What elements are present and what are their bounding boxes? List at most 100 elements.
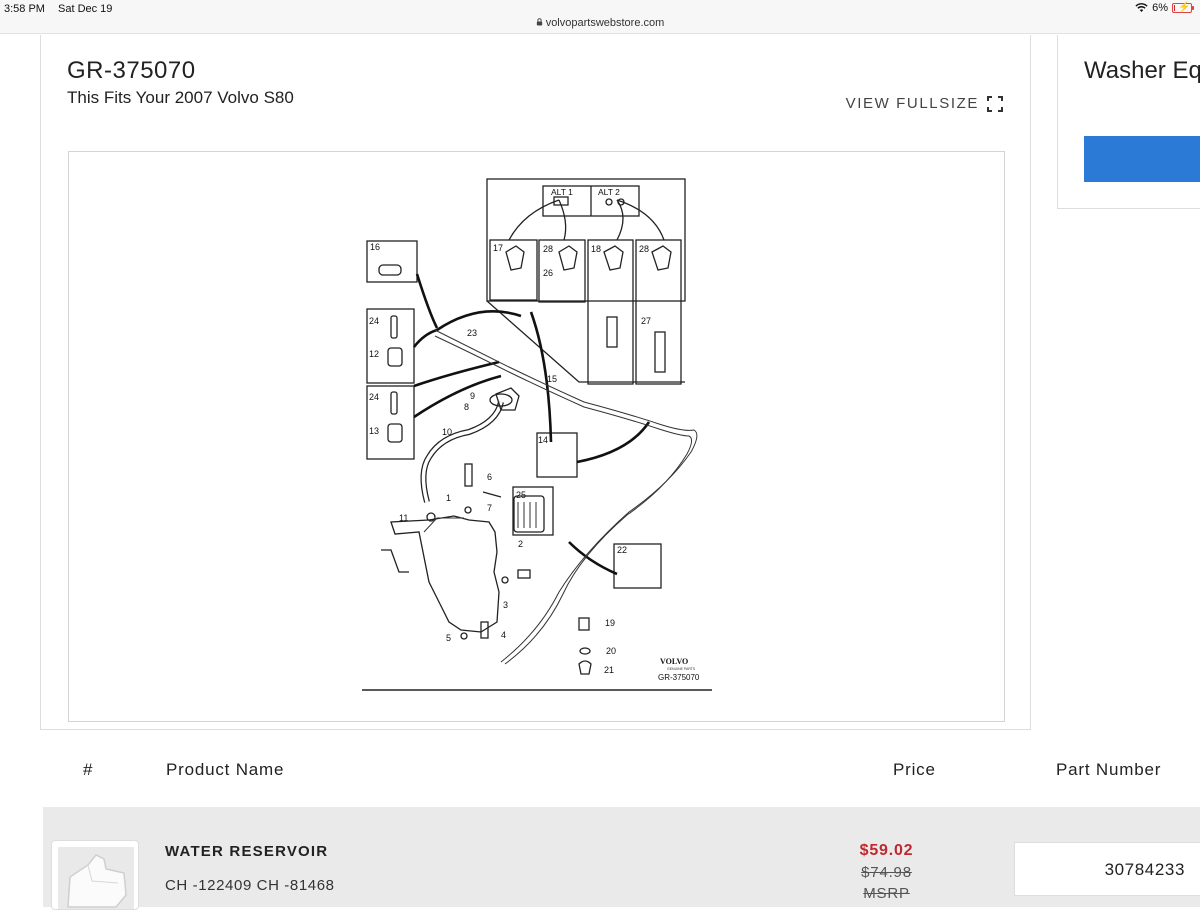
callout-number: 26 (543, 268, 553, 278)
leader-arrow (568, 541, 618, 576)
filler-cap (489, 393, 513, 407)
callout-number: 17 (493, 243, 503, 253)
leader-arrow (616, 199, 624, 241)
washer (579, 647, 591, 655)
address-bar[interactable]: volvopartswebstore.com (0, 17, 1200, 29)
callout-number: 28 (543, 244, 553, 254)
grommet (426, 512, 436, 522)
alt2-icon (617, 198, 625, 206)
grommet (460, 632, 468, 640)
alt-group-box (486, 178, 686, 302)
sensor (517, 569, 531, 579)
url-text: volvopartswebstore.com (545, 17, 665, 29)
pump-motor (464, 463, 473, 487)
callout-number: 5 (446, 633, 451, 643)
vehicle-fitment: This Fits Your 2007 Volvo S80 (67, 88, 294, 107)
status-date: Sat Dec 19 (58, 3, 113, 15)
nozzle (505, 245, 525, 271)
product-codes: CH -122409 CH -81468 (165, 877, 335, 894)
callout-number: 10 (442, 427, 452, 437)
callout-number: 3 (503, 600, 508, 610)
parts-table-header: # Product Name Price Part Number (0, 752, 1200, 788)
col-price: Price (893, 760, 936, 779)
callout-box (536, 432, 578, 478)
product-thumbnail[interactable] (51, 840, 139, 910)
callout-number: 7 (487, 503, 492, 513)
alt-group-pointer (486, 300, 685, 383)
callout-box (489, 239, 538, 301)
valve (387, 423, 403, 443)
callout-number: 28 (639, 244, 649, 254)
leader-arrow (415, 273, 439, 329)
view-fullsize-button[interactable]: VIEW FULLSIZE (846, 95, 1003, 112)
side-product-card: Washer Eq (1057, 35, 1200, 209)
callout-box (366, 385, 415, 460)
alt1-label: ALT 1 (551, 187, 573, 197)
page-title: GR-375070 (67, 57, 196, 84)
callout-number: 9 (470, 391, 475, 401)
battery-icon: ⚡ (1172, 2, 1194, 13)
heater (606, 316, 618, 348)
expand-icon (987, 95, 1003, 112)
wifi-icon (1135, 3, 1148, 12)
msrp-label: MSRP (863, 885, 910, 902)
callout-box (587, 239, 634, 385)
part-number-field[interactable]: 30784233 (1014, 842, 1200, 896)
callout-number: 23 (467, 328, 477, 338)
nozzle (651, 245, 672, 271)
callout-number: 24 (369, 316, 379, 326)
clip (482, 491, 502, 498)
callout-box (366, 240, 418, 283)
filler-neck-inner (421, 401, 503, 503)
col-num: # (83, 760, 94, 779)
alt2-icon (605, 198, 613, 206)
leader-arrow (413, 374, 502, 419)
product-name-link[interactable]: WATER RESERVOIR (165, 843, 329, 860)
callout-number: 1 (446, 493, 451, 503)
washer-hose (434, 329, 698, 663)
valve (387, 347, 403, 367)
callout-number: 16 (370, 242, 380, 252)
diagram-card: GR-375070 This Fits Your 2007 Volvo S80 … (40, 35, 1031, 730)
filter-ribs (517, 502, 537, 528)
callout-box (512, 486, 554, 536)
leader-arrow (529, 311, 553, 443)
callout-number: 6 (487, 472, 492, 482)
cap-part (378, 264, 402, 276)
col-product-name: Product Name (166, 760, 285, 779)
callout-number: 24 (369, 392, 379, 402)
callout-number: 4 (501, 630, 506, 640)
callout-number: 13 (369, 426, 379, 436)
original-price: $74.98 (861, 864, 912, 881)
nozzle (495, 387, 520, 411)
hose-piece (390, 391, 398, 415)
callout-box (613, 543, 662, 589)
heater (654, 331, 666, 373)
status-indicators: 6% ⚡ (1135, 2, 1194, 14)
callout-number: 27 (641, 316, 651, 326)
filler-neck (420, 401, 504, 503)
bracket (480, 621, 489, 639)
reservoir (390, 515, 500, 633)
screw (578, 617, 590, 631)
grommet (501, 576, 509, 584)
grommet (464, 506, 472, 514)
leader-arrow (413, 360, 500, 388)
battery-percent: 6% (1152, 2, 1168, 14)
leader-arrow (508, 199, 560, 241)
alt1-icon (553, 196, 569, 206)
callout-box (538, 239, 586, 303)
status-time: 3:58 PM (4, 3, 45, 15)
table-row[interactable]: WATER RESERVOIR CH -122409 CH -81468 $59… (43, 807, 1200, 910)
diagram-ref: GR-375070 (658, 673, 700, 682)
status-bar: 3:58 PM Sat Dec 19 volvopartswebstore.co… (0, 0, 1200, 34)
side-action-button[interactable] (1084, 136, 1200, 182)
hose-piece (390, 315, 398, 339)
sale-price: $59.02 (859, 842, 914, 859)
callout-number: 20 (606, 646, 616, 656)
part-number: 30784233 (1104, 860, 1185, 879)
callout-number: 21 (604, 665, 614, 675)
callout-box (635, 239, 682, 385)
